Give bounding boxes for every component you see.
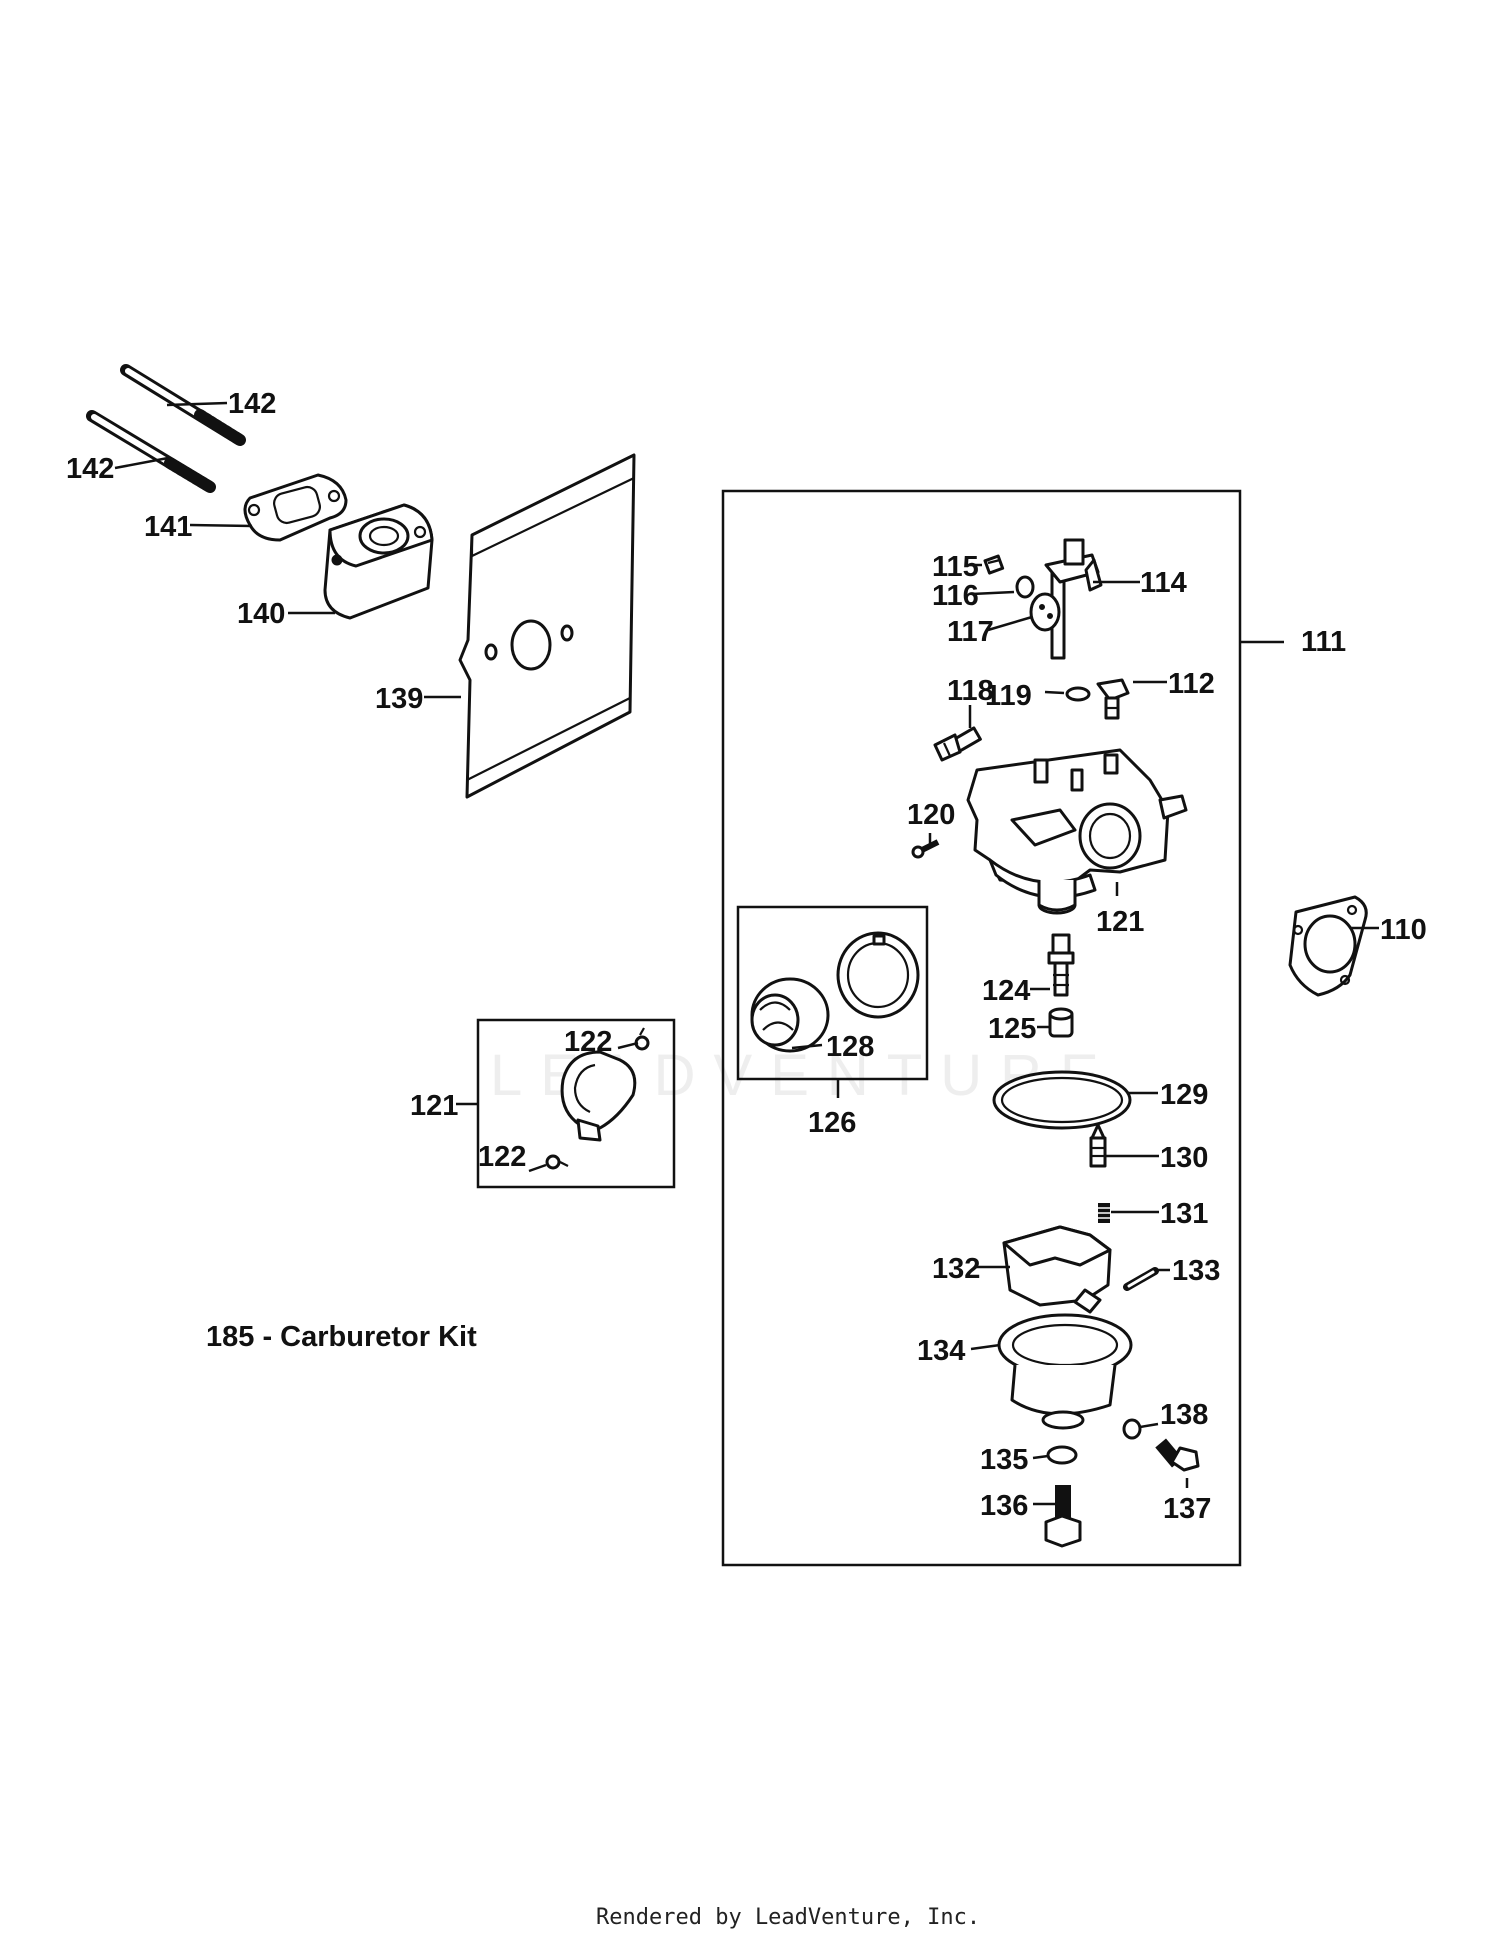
float-bowl-134[interactable] bbox=[997, 1313, 1133, 1430]
spacer-140[interactable] bbox=[323, 503, 434, 620]
callout-132: 132 bbox=[932, 1253, 980, 1285]
callout-110: 110 bbox=[1380, 914, 1427, 946]
washer-115[interactable] bbox=[1015, 575, 1035, 599]
washer-117[interactable] bbox=[1065, 686, 1091, 702]
callout-130: 130 bbox=[1160, 1142, 1208, 1174]
heat-shield-139[interactable] bbox=[458, 453, 636, 799]
callout-113: 114 bbox=[1140, 567, 1187, 599]
drain-screw-137[interactable] bbox=[1155, 1438, 1200, 1472]
callout-126: 126 bbox=[808, 1107, 856, 1139]
callout-119: 120 bbox=[907, 799, 955, 831]
gasket-141[interactable] bbox=[243, 473, 348, 542]
main-jet-124[interactable] bbox=[1047, 933, 1075, 997]
washer-135[interactable] bbox=[1046, 1445, 1078, 1465]
throttle-lever-112[interactable] bbox=[1096, 678, 1130, 720]
carburetor-body-120[interactable] bbox=[966, 748, 1188, 915]
callout-133: 133 bbox=[1172, 1255, 1220, 1287]
screw-114[interactable] bbox=[983, 554, 1005, 575]
callout-134: 134 bbox=[917, 1335, 965, 1367]
callout-122-upper: 122 bbox=[564, 1026, 612, 1058]
bushing-125[interactable] bbox=[1048, 1007, 1074, 1038]
callout-136: 136 bbox=[980, 1490, 1028, 1522]
hose-clamp-122-upper[interactable] bbox=[634, 1027, 650, 1051]
callout-128: 128 bbox=[826, 1031, 874, 1063]
bowl-bolt-136[interactable] bbox=[1044, 1485, 1082, 1548]
callout-117: 119 bbox=[985, 680, 1032, 712]
callout-112: 112 bbox=[1168, 668, 1215, 700]
float-132[interactable] bbox=[1002, 1225, 1112, 1314]
callout-129: 129 bbox=[1160, 1079, 1208, 1111]
callout-114: 115 bbox=[932, 551, 979, 583]
callout-121: 121 bbox=[410, 1090, 458, 1122]
carburetor-kit-note: 185 - Carburetor Kit bbox=[206, 1321, 477, 1353]
choke-plate-116[interactable] bbox=[1029, 592, 1061, 632]
gasket-110[interactable] bbox=[1288, 895, 1368, 997]
primer-bulb-box bbox=[736, 905, 929, 1081]
callout-111: 111 bbox=[1301, 626, 1346, 658]
hose-clamp-122-lower[interactable] bbox=[545, 1154, 569, 1170]
callout-141: 141 bbox=[144, 511, 192, 543]
spring-131[interactable] bbox=[1098, 1203, 1110, 1223]
callout-139: 139 bbox=[375, 683, 423, 715]
stud-142-lower[interactable] bbox=[86, 410, 216, 493]
callout-122-lower: 122 bbox=[478, 1141, 526, 1173]
callout-118: 118 bbox=[947, 675, 994, 707]
callout-142-lower: 142 bbox=[66, 453, 114, 485]
callout-138: 138 bbox=[1160, 1399, 1208, 1431]
callout-124: 124 bbox=[982, 975, 1030, 1007]
screw-118[interactable] bbox=[933, 726, 982, 762]
primer-bulb-128[interactable] bbox=[750, 931, 920, 1053]
callout-116: 117 bbox=[947, 616, 994, 648]
callout-135: 135 bbox=[980, 1444, 1028, 1476]
callout-125: 125 bbox=[988, 1013, 1036, 1045]
callout-140: 140 bbox=[237, 598, 285, 630]
float-needle-130[interactable] bbox=[1089, 1123, 1107, 1168]
washer-138[interactable] bbox=[1122, 1418, 1142, 1440]
screw-119[interactable] bbox=[911, 839, 940, 859]
callout-131: 131 bbox=[1160, 1198, 1208, 1230]
fuel-line-121[interactable] bbox=[560, 1050, 637, 1142]
footer-credit: Rendered by LeadVenture, Inc. bbox=[596, 1905, 980, 1930]
carburetor-assembly-box bbox=[721, 489, 1242, 1567]
callout-142-upper: 142 bbox=[228, 388, 276, 420]
callout-137: 137 bbox=[1163, 1493, 1211, 1525]
callout-115: 116 bbox=[932, 580, 979, 612]
o-ring-129[interactable] bbox=[992, 1070, 1132, 1130]
callout-120: 121 bbox=[1096, 906, 1144, 938]
